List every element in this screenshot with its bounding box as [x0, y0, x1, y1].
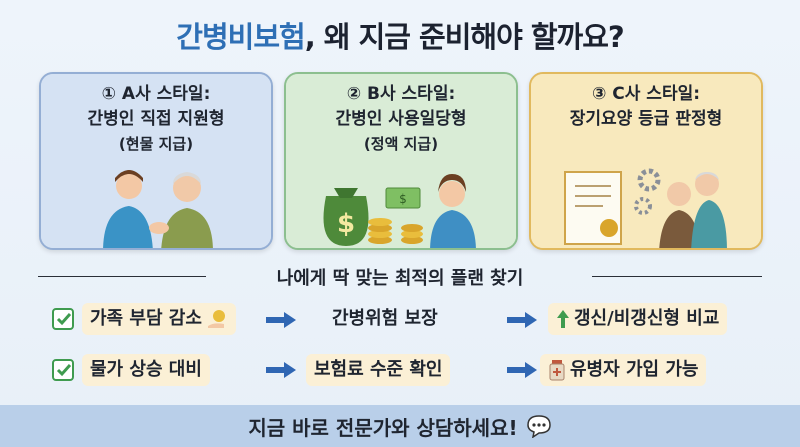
find-plan-divider: 나에게 딱 맞는 최적의 플랜 찾기 [0, 264, 800, 289]
card-b-line1: ② B사 스타일: [346, 84, 456, 104]
svg-text:$: $ [337, 209, 355, 239]
benefit-inflation: 물가 상승 대비 [82, 354, 210, 386]
checkbox-icon [52, 308, 74, 330]
title-rest: , 왜 지금 준비해야 할까요? [304, 20, 625, 54]
card-b-line3: (정액 지급) [363, 135, 439, 153]
benefit-risk-coverage: 간병위험 보장 [332, 303, 438, 335]
card-b-line2: 간병인 사용일당형 [335, 109, 467, 129]
benefit-preexisting-label: 유병자 가입 가능 [570, 359, 699, 380]
certificate-couple-illustration [531, 166, 761, 248]
svg-text:$: $ [399, 192, 407, 206]
arrow-icon [266, 362, 296, 378]
benefit-renewal-compare: 갱신/비갱신형 비교 [548, 303, 728, 335]
divider-line-right [592, 276, 762, 277]
arrow-icon [507, 312, 537, 328]
benefit-family-burden-label: 가족 부담 감소 [90, 308, 202, 329]
benefit-premium-check-label: 보험료 수준 확인 [314, 359, 443, 380]
checkbox-icon [52, 359, 74, 381]
coin-hand-icon [207, 310, 225, 328]
find-plan-heading: 나에게 딱 맞는 최적의 플랜 찾기 [276, 268, 524, 289]
consult-banner[interactable]: 지금 바로 전문가와 상담하세요! [0, 405, 800, 447]
medicine-bottle-icon [549, 360, 565, 381]
consult-text: 지금 바로 전문가와 상담하세요! [248, 415, 518, 440]
card-c-line2: 장기요양 등급 판정형 [569, 109, 723, 129]
arrow-icon [507, 362, 537, 378]
certificate-illustration [564, 171, 622, 245]
arrow-icon [266, 312, 296, 328]
card-a-line3: (현물 지급) [118, 135, 194, 153]
divider-line-left [38, 276, 206, 277]
money-nurse-illustration: $ $ [286, 166, 516, 248]
title-accent: 간병비보험 [176, 20, 305, 54]
benefit-risk-coverage-label: 간병위험 보장 [332, 308, 438, 329]
benefit-renewal-compare-label: 갱신/비갱신형 비교 [574, 308, 720, 329]
benefit-premium-check: 보험료 수준 확인 [306, 354, 451, 386]
card-c-style: ③ C사 스타일: 장기요양 등급 판정형 [529, 72, 763, 250]
card-a-line2: 간병인 직접 지원형 [87, 109, 225, 129]
speech-bubble-icon [526, 415, 551, 438]
card-b-style: ② B사 스타일: 간병인 사용일당형 (정액 지급) $ $ [284, 72, 518, 250]
benefit-family-burden: 가족 부담 감소 [82, 303, 236, 335]
elderly-couple-illustration [659, 172, 727, 248]
gears-icon [634, 168, 661, 215]
page-title: 간병비보험, 왜 지금 준비해야 할까요? [0, 14, 800, 56]
card-c-line1: ③ C사 스타일: [591, 84, 701, 104]
benefit-inflation-label: 물가 상승 대비 [90, 359, 202, 380]
up-arrow-icon [557, 310, 569, 328]
money-bag-illustration: $ [323, 188, 369, 246]
card-a-style: ① A사 스타일: 간병인 직접 지원형 (현물 지급) [39, 72, 273, 250]
nurse-illustration [430, 174, 476, 248]
caregiver-elderly-illustration [41, 166, 271, 248]
card-a-line1: ① A사 스타일: [101, 84, 211, 104]
benefit-preexisting: 유병자 가입 가능 [540, 354, 707, 386]
